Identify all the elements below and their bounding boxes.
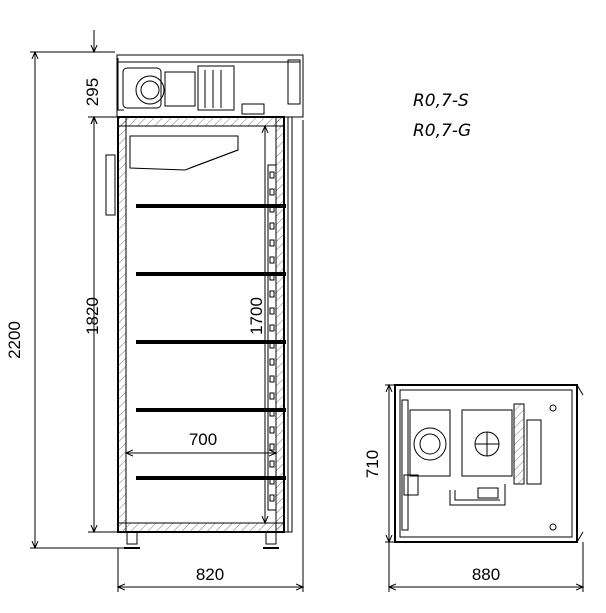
- inner-width-label: 700: [189, 430, 217, 449]
- shelf-rack: [267, 164, 277, 511]
- rack-slot: [269, 239, 275, 247]
- dim-depth: 710: [363, 385, 395, 542]
- overall-width-label: 820: [196, 565, 224, 584]
- dim-width: 880: [389, 542, 583, 592]
- rack-slot: [269, 205, 275, 213]
- rack-slot: [269, 409, 275, 417]
- dim-unit-height: 295: [83, 30, 118, 140]
- width-label: 880: [472, 565, 500, 584]
- overall-height-label: 2200: [5, 321, 24, 359]
- rack-slot: [269, 426, 275, 434]
- rack-slot: [269, 477, 275, 485]
- rack-slot: [269, 494, 275, 502]
- rack-slot: [269, 188, 275, 196]
- model-labels: R0,7-S R0,7-G: [413, 91, 471, 141]
- dim-inner-width: 700: [126, 430, 276, 453]
- cabinet-height-label: 1820: [83, 297, 102, 335]
- shelves: [136, 204, 286, 480]
- feet: [124, 531, 279, 549]
- dim-inner-height: 1700: [247, 126, 266, 523]
- rack-slot: [269, 341, 275, 349]
- rack-slot: [269, 375, 275, 383]
- depth-label: 710: [363, 450, 382, 478]
- rack-slot: [269, 290, 275, 298]
- front-view: 2200 295 1820 1700 700: [5, 30, 303, 592]
- dim-cabinet-height: 1820: [83, 117, 118, 532]
- rack-slot: [269, 358, 275, 366]
- model-label-2: R0,7-G: [413, 121, 471, 141]
- rack-slot: [269, 324, 275, 332]
- compressor-outline: [409, 409, 451, 477]
- rack-slot: [269, 460, 275, 468]
- rack-slot: [269, 256, 275, 264]
- rack-slot: [269, 392, 275, 400]
- top-view-outline: [394, 384, 578, 543]
- rack-slot: [269, 273, 275, 281]
- model-label-1: R0,7-S: [413, 91, 469, 111]
- inner-height-label: 1700: [247, 297, 266, 335]
- rack-slot: [269, 222, 275, 230]
- top-view: 710 880: [363, 384, 583, 592]
- rack-slot: [269, 307, 275, 315]
- unit-height-label: 295: [83, 78, 102, 106]
- rack-slot: [269, 443, 275, 451]
- dim-overall-height: 2200: [5, 52, 125, 548]
- dim-overall-width: 820: [118, 120, 303, 592]
- rack-slot: [269, 171, 275, 179]
- top-refrigeration-unit: [116, 54, 304, 118]
